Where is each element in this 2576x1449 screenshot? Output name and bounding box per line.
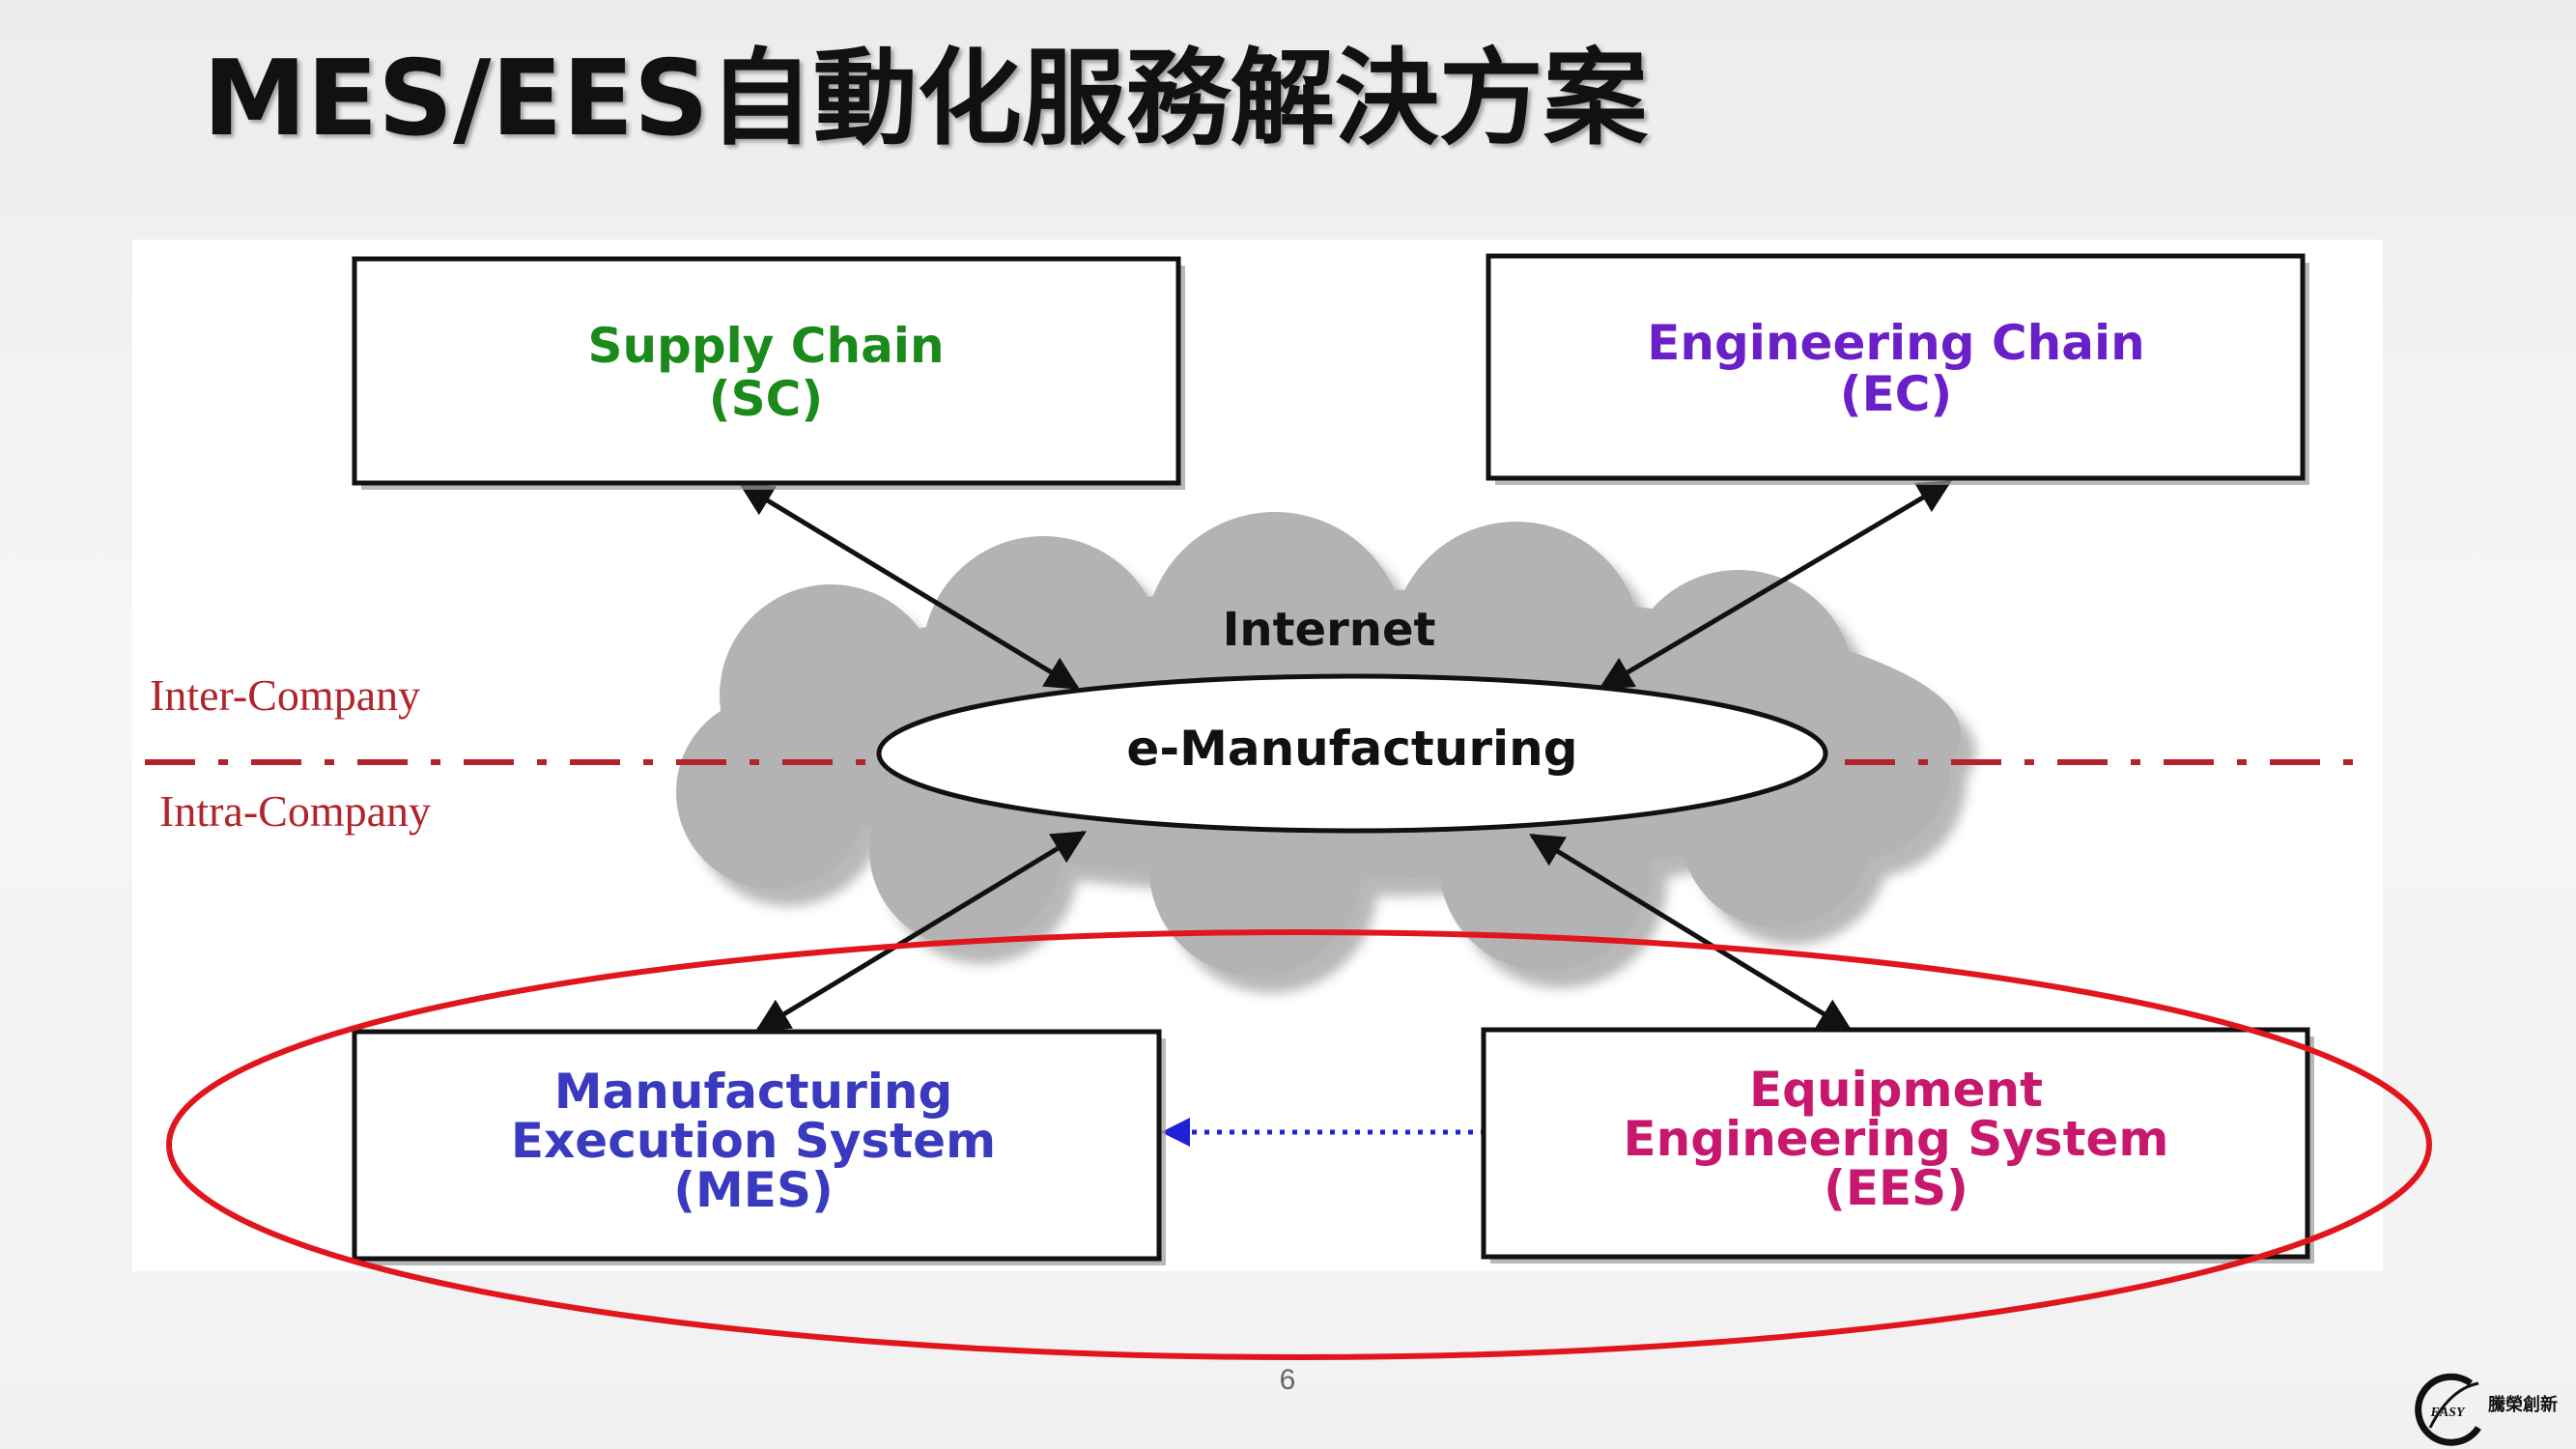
page-number: 6: [1279, 1364, 1296, 1396]
logo-brand-text: 騰榮創新: [2488, 1395, 2558, 1414]
ees-label-line1: Equipment: [1749, 1062, 2043, 1118]
e-manufacturing-hub: [876, 673, 1828, 834]
internet-label: Internet: [1223, 603, 1436, 657]
logo-mark-text: EASY: [2429, 1406, 2465, 1420]
intra-company-label: Intra-Company: [159, 786, 431, 836]
mes-label-line1: Manufacturing: [554, 1064, 953, 1120]
mes-box: [352, 1029, 1162, 1262]
supply-chain-label: Supply Chain: [587, 318, 944, 374]
arrow-mes-hub: [755, 830, 1087, 1033]
ees-label-line2: Engineering System: [1624, 1111, 2169, 1167]
ees-label-abbr: (EES): [1824, 1160, 1968, 1216]
slide-title: MES/EES自動化服務解決方案: [203, 39, 1648, 159]
supply-chain-box: [352, 256, 1181, 486]
e-manufacturing-label: e-Manufacturing: [1126, 721, 1577, 777]
mes-label-abbr: (MES): [673, 1162, 834, 1218]
arrow-sc-hub: [739, 482, 1080, 691]
ees-box: [1481, 1027, 2310, 1260]
supply-chain-abbr: (SC): [709, 371, 823, 427]
engineering-chain-abbr: (EC): [1840, 366, 1953, 422]
mes-label-line2: Execution System: [511, 1113, 996, 1169]
arrow-ec-hub: [1598, 479, 1953, 691]
swoosh-circle-logo-icon: EASY: [2415, 1373, 2481, 1446]
engineering-chain-box: [1486, 253, 2306, 481]
company-logo: EASY 騰榮創新: [2411, 1370, 2576, 1449]
mes-ees-highlight-ellipse: [166, 929, 2432, 1360]
engineering-chain-label: Engineering Chain: [1647, 315, 2144, 371]
arrow-ees-hub: [1529, 833, 1853, 1033]
inter-company-label: Inter-Company: [150, 670, 420, 720]
